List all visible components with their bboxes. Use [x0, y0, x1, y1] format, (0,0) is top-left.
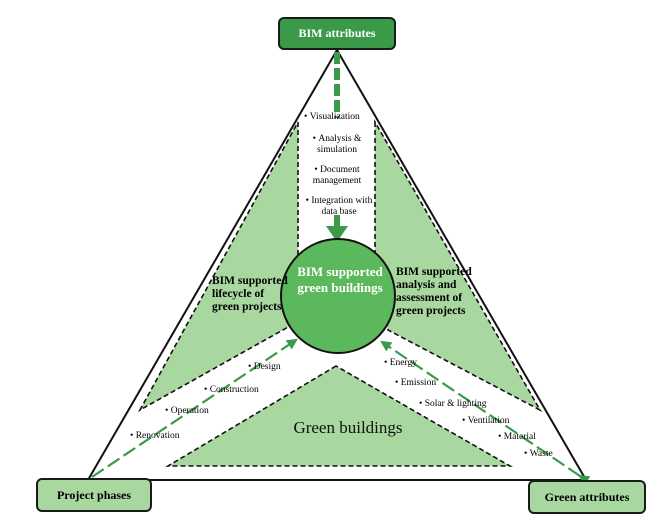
center-label: BIM supported green buildings: [297, 264, 383, 295]
project-phases-box: Project phases: [36, 478, 152, 512]
phase-item: Renovation: [130, 431, 180, 442]
center-circle: [280, 238, 396, 354]
bim-item: Analysis & simulation: [303, 134, 371, 156]
phase-item: Construction: [204, 385, 259, 396]
green-item: Ventilation: [462, 416, 510, 427]
bim-item: Integration with data base: [303, 196, 375, 218]
bim-arrow-head: [326, 226, 348, 242]
green-item: Solar & lighting: [419, 399, 487, 410]
green-item: Material: [498, 432, 536, 443]
bim-item: Document management: [303, 165, 371, 187]
green-item: Waste: [524, 449, 553, 460]
phase-item: Operation: [165, 406, 209, 417]
right-region: [374, 118, 543, 412]
bim-attributes-box: BIM attributes: [278, 17, 396, 50]
left-region-label: BIM supported lifecycle of green project…: [212, 275, 288, 313]
green-attributes-box: Green attributes: [528, 480, 646, 514]
right-region-label: BIM supported analysis and assessment of…: [396, 266, 472, 317]
phase-item: Design: [248, 362, 281, 373]
green-item: Energy: [384, 358, 417, 369]
green-item: Emission: [395, 378, 436, 389]
bim-item: Visualization: [304, 112, 360, 123]
green-buildings-label: Green buildings: [293, 418, 403, 437]
